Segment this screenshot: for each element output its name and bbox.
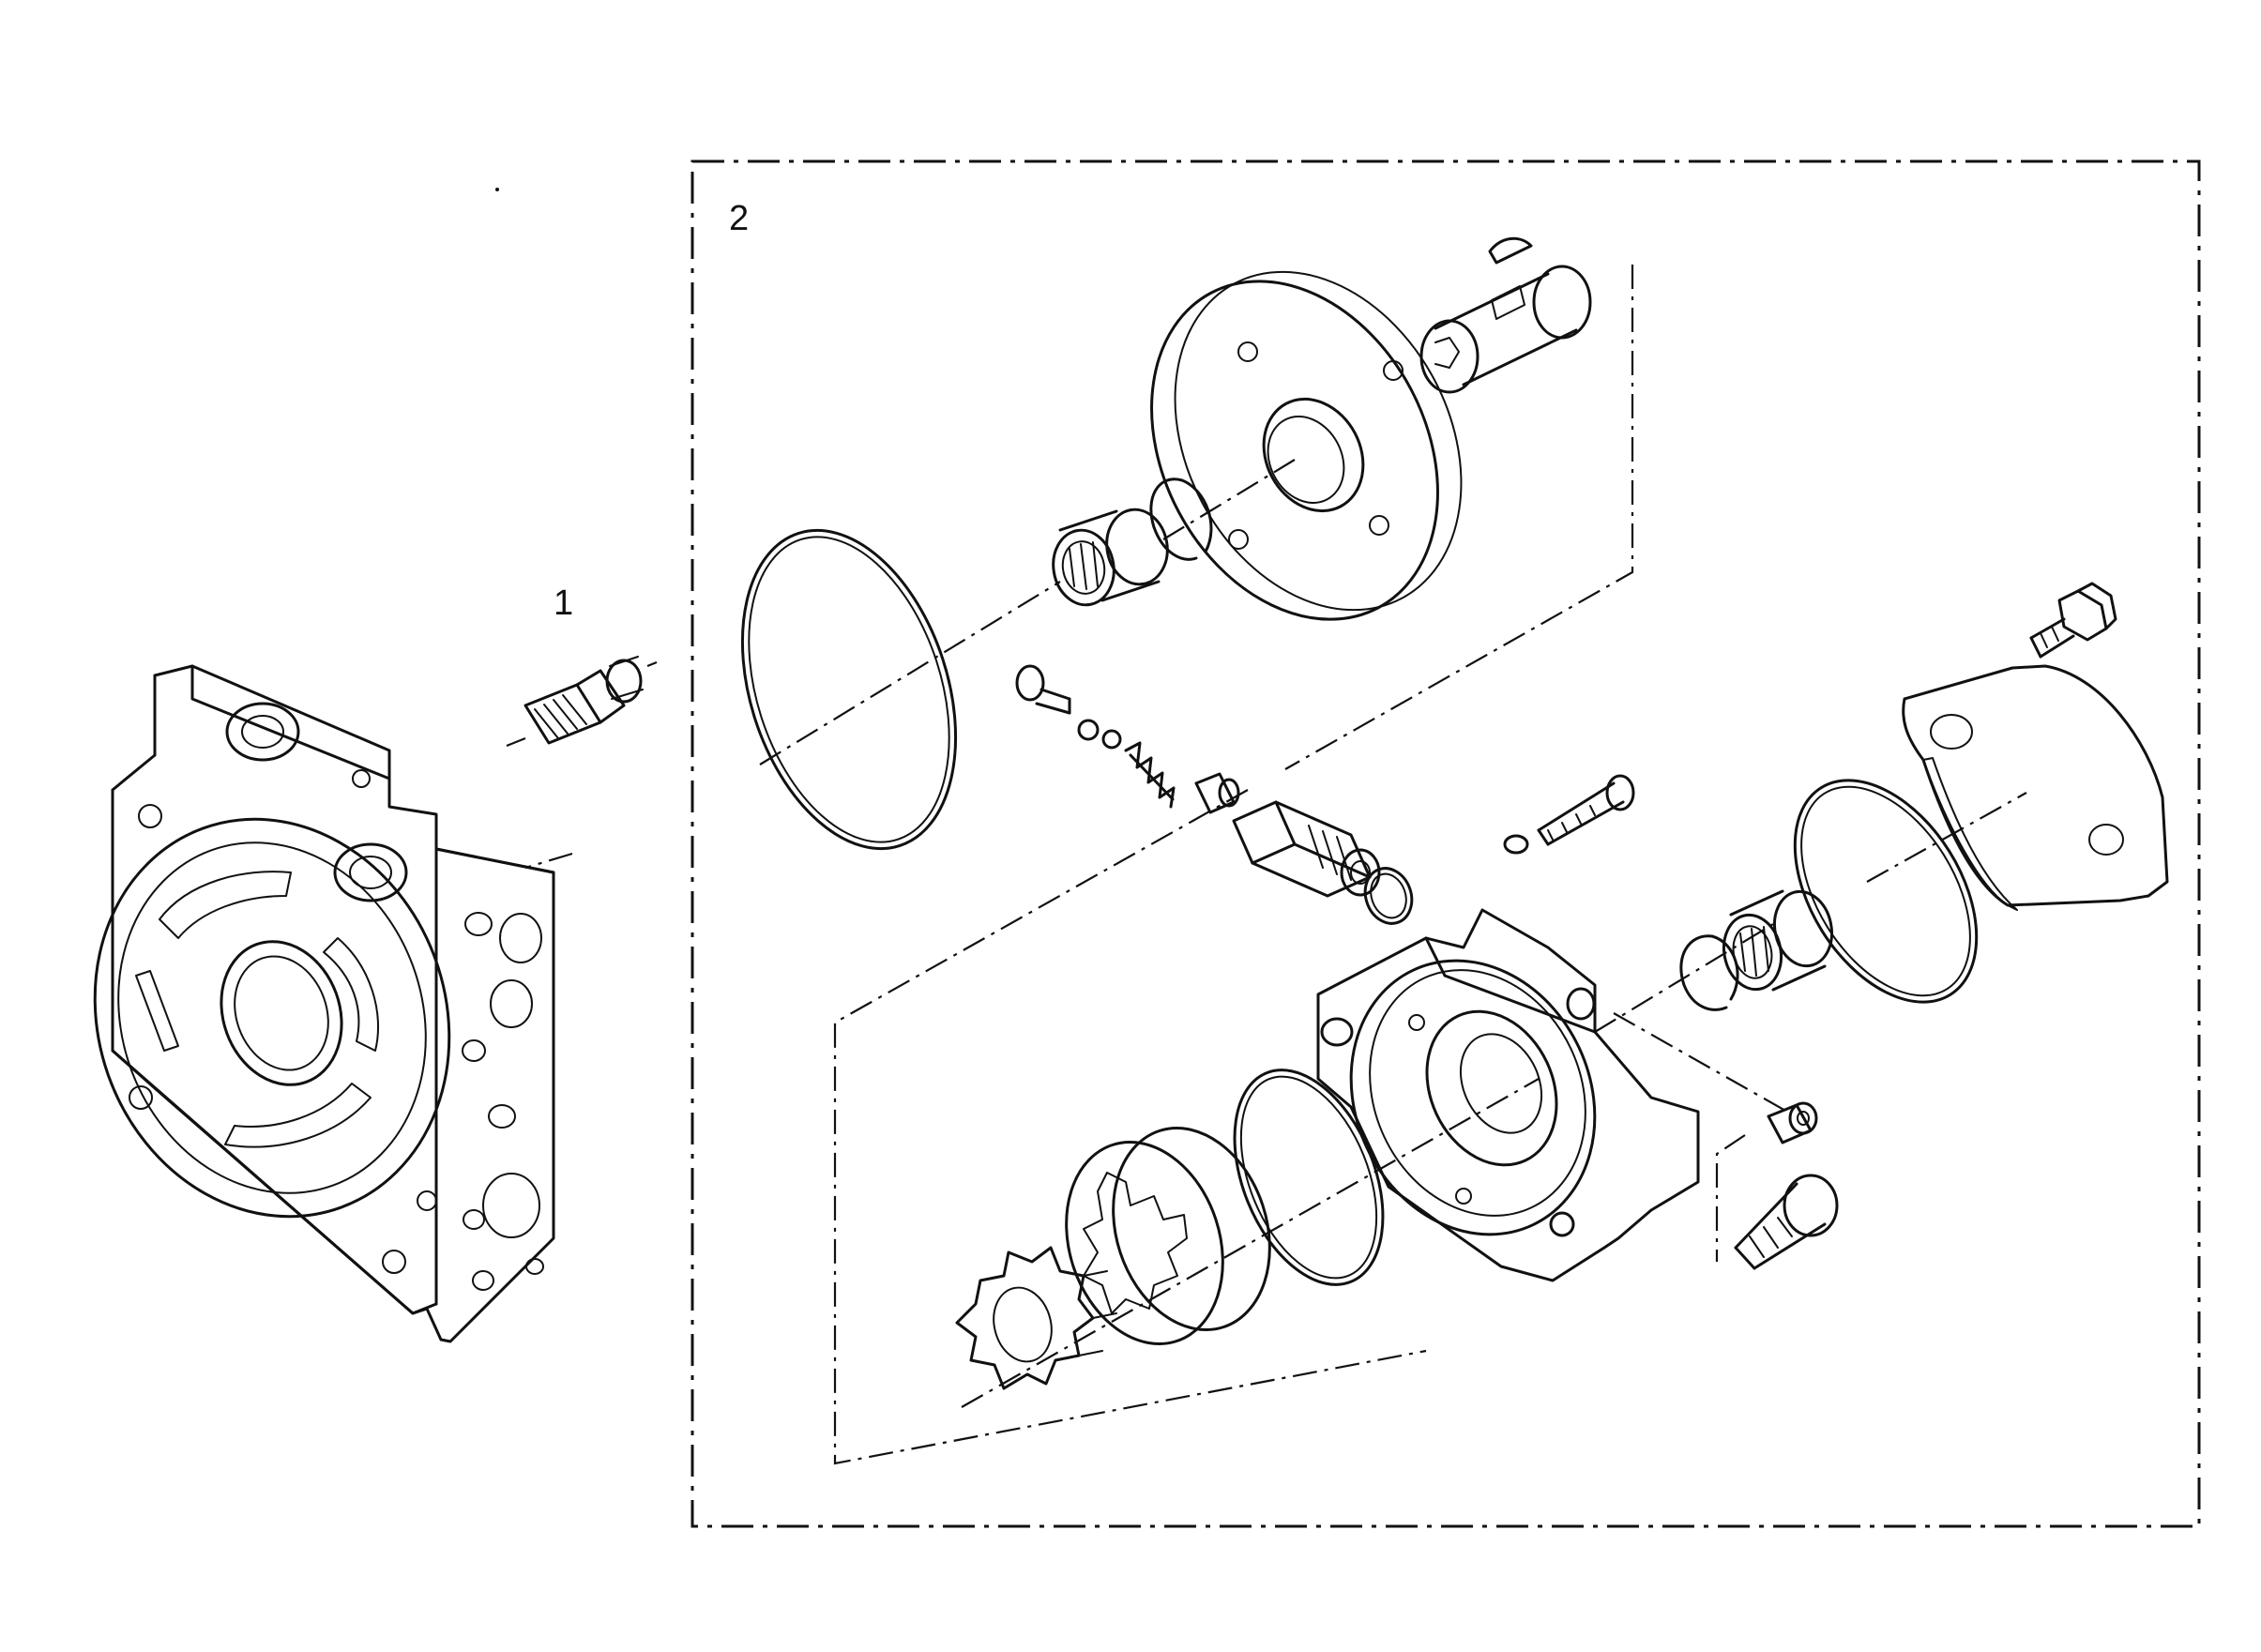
poppet	[1194, 772, 1240, 814]
set-screw	[1767, 1101, 1818, 1144]
cap-screw-large	[1734, 1174, 1839, 1270]
valve-housing	[93, 664, 573, 1343]
callout-2: 2	[729, 199, 749, 238]
valve-cartridge	[1232, 800, 1381, 898]
hex-bolt	[2029, 582, 2117, 659]
pump-housing	[1316, 908, 1700, 1282]
assembly-frame	[690, 159, 2201, 1528]
coupling-sleeve	[1419, 265, 1592, 394]
large-o-ring	[740, 528, 958, 851]
shim-2	[1101, 729, 1122, 750]
outer-gear-ring	[1065, 1127, 1271, 1345]
stray-dot	[495, 188, 499, 191]
medium-o-ring	[1233, 1068, 1385, 1286]
needle-bearing-upper	[1052, 508, 1169, 607]
drive-shaft	[506, 656, 658, 748]
valve-spring	[1124, 741, 1176, 809]
end-cover-plate	[1902, 664, 2169, 911]
cap-screw-small	[1537, 774, 1635, 846]
washer-small	[1503, 834, 1529, 855]
callout-1: 1	[554, 584, 573, 623]
phantom-boundary	[833, 265, 1634, 1465]
rear-o-ring	[1793, 779, 1979, 1004]
small-o-ring	[1363, 867, 1414, 925]
shim-1	[1077, 719, 1100, 741]
needle-bearing-lower	[1722, 889, 1834, 992]
cover-flange	[1150, 270, 1463, 621]
valve-pin	[1015, 664, 1071, 715]
inner-gear	[955, 1246, 1117, 1390]
key	[1488, 236, 1533, 265]
